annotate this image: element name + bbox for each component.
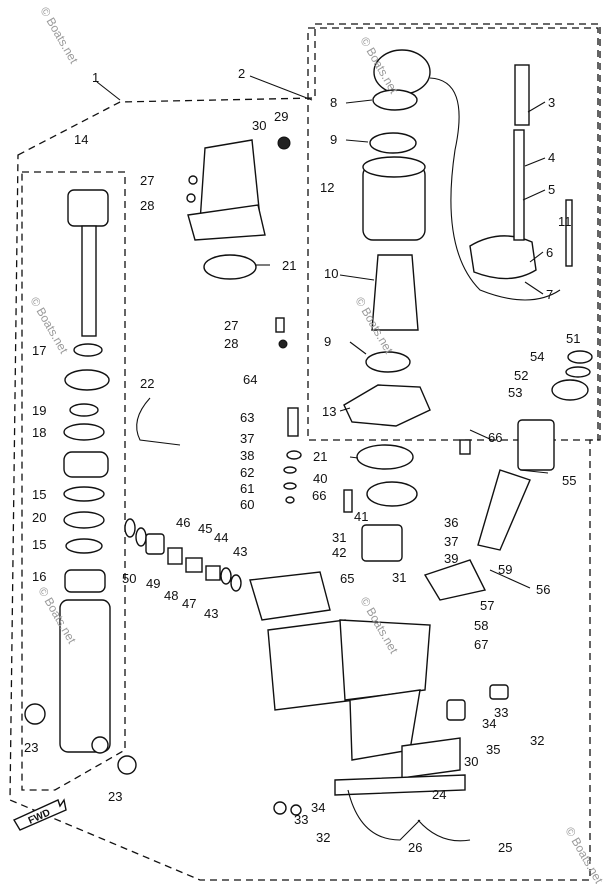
motor-parts [203,49,573,427]
callout-number: 3 [548,95,555,110]
pump-body-parts [249,350,593,779]
callout-number: 16 [32,569,46,584]
callout-number: 2 [238,66,245,81]
callout-number: 21 [282,258,296,273]
callout-number: 20 [32,510,46,525]
callout-number: 58 [474,618,488,633]
callout-number: 9 [324,334,331,349]
callout-number: 28 [140,198,154,213]
manual-valve-parts [124,518,242,592]
callout-number: 52 [514,368,528,383]
callout-number: 33 [294,812,308,827]
callout-number: 51 [566,331,580,346]
callout-number: 43 [204,606,218,621]
callout-number: 43 [233,544,247,559]
callout-number: 40 [313,471,327,486]
callout-number: 53 [508,385,522,400]
callout-number: 12 [320,180,334,195]
callout-number: 31 [332,530,346,545]
callout-number: 56 [536,582,550,597]
callout-number: 15 [32,537,46,552]
callout-number: 25 [498,840,512,855]
hose-parts [117,397,471,842]
trim-cylinder-parts [24,189,111,754]
callout-number: 44 [214,530,228,545]
callout-number: 4 [548,150,555,165]
callout-number: 33 [494,705,508,720]
callout-number: 1 [92,70,99,85]
watermark: © Boats.net [37,5,81,67]
callout-number: 39 [444,551,458,566]
callout-number: 62 [240,465,254,480]
callout-number: 66 [488,430,502,445]
callout-number: 59 [498,562,512,577]
callout-number: 7 [546,287,553,302]
callout-numbers: 1 2 3 4 5 6 7 8 9 11 12 14 10 9 13 17 19… [24,66,580,855]
callout-number: 30 [252,118,266,133]
callout-number: 35 [486,742,500,757]
callout-number: 57 [480,598,494,613]
callout-number: 17 [32,343,46,358]
callout-number: 42 [332,545,346,560]
callout-number: 13 [322,404,336,419]
callout-number: 27 [224,318,238,333]
callout-number: 27 [140,173,154,188]
callout-number: 23 [24,740,38,755]
callout-number: 41 [354,509,368,524]
callout-number: 49 [146,576,160,591]
callout-number: 19 [32,403,46,418]
callout-number: 61 [240,481,254,496]
reservoir-parts [186,136,291,349]
callout-number: 11 [558,214,572,229]
callout-number: 60 [240,497,254,512]
callout-number: 63 [240,410,254,425]
callout-number: 34 [311,800,325,815]
callout-number: 30 [464,754,478,769]
callout-number: 10 [324,266,338,281]
assembly-boundaries [9,23,601,881]
fwd-label: FWD [27,807,52,826]
callout-number: 66 [312,488,326,503]
callout-number: 37 [444,534,458,549]
callout-number: 46 [176,515,190,530]
callout-number: 64 [243,372,257,387]
watermark: © Boats.net [562,825,606,884]
callout-number: 14 [74,132,88,147]
callout-number: 65 [340,571,354,586]
callout-number: 29 [274,109,288,124]
callout-number: 34 [482,716,496,731]
callout-number: 55 [562,473,576,488]
callout-number: 6 [546,245,553,260]
callout-number: 54 [530,349,544,364]
callout-number: 50 [122,571,136,586]
callout-number: 32 [316,830,330,845]
callout-number: 37 [240,431,254,446]
callout-number: 32 [530,733,544,748]
callout-number: 18 [32,425,46,440]
callout-number: 15 [32,487,46,502]
callout-number: 8 [330,95,337,110]
callout-number: 22 [140,376,154,391]
callout-number: 47 [182,596,196,611]
callout-number: 23 [108,789,122,804]
callout-number: 45 [198,521,212,536]
callout-number: 24 [432,787,446,802]
callout-number: 31 [392,570,406,585]
callout-number: 67 [474,637,488,652]
callout-number: 38 [240,448,254,463]
leader-lines [96,75,549,589]
callout-number: 48 [164,588,178,603]
callout-number: 21 [313,449,327,464]
callout-number: 28 [224,336,238,351]
callout-number: 9 [330,132,337,147]
callout-number: 26 [408,840,422,855]
callout-number: 36 [444,515,458,530]
callout-number: 5 [548,182,555,197]
